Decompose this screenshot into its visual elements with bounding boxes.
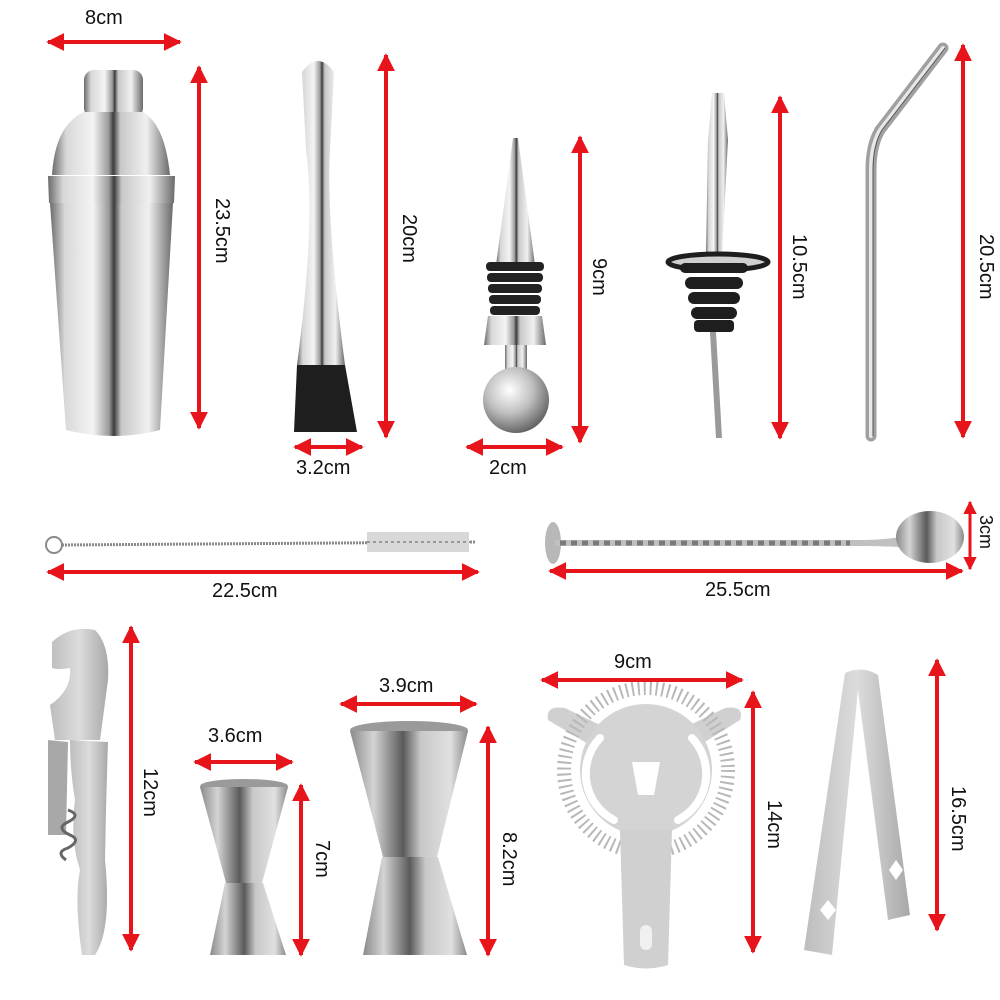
hawthorne-strainer-image [547, 681, 741, 969]
straw-cleaning-brush-image [45, 532, 476, 554]
corkscrew-height-label: 12cm [139, 768, 161, 817]
ice-tongs-image [804, 669, 910, 955]
muddler-height-label: 20cm [398, 214, 420, 263]
straw-height-label: 20.5cm [975, 234, 997, 300]
muddler-image [294, 61, 357, 432]
spoon-length-label: 25.5cm [705, 579, 771, 601]
large-jigger-width-label: 3.9cm [379, 675, 434, 697]
cocktail-shaker-image [48, 70, 175, 436]
spout-height-label: 10.5cm [788, 234, 810, 300]
small-jigger-height-label: 7cm [311, 840, 333, 878]
bent-straw-image [865, 42, 949, 442]
small-jigger-width-label: 3.6cm [208, 725, 263, 747]
shaker-width-label: 8cm [85, 7, 123, 29]
stopper-width-label: 2cm [489, 457, 527, 479]
pour-spout-image [665, 93, 771, 438]
strainer-width-label: 9cm [614, 651, 652, 673]
bar-spoon-image [545, 511, 964, 564]
muddler-width-label: 3.2cm [296, 457, 351, 479]
shaker-height-label: 23.5cm [211, 198, 233, 264]
dimension-arrows [46, 33, 977, 957]
small-jigger-image [200, 779, 288, 955]
spoon-width-label: 3cm [976, 515, 996, 550]
brush-length-label: 22.5cm [212, 580, 278, 602]
corkscrew-image [48, 628, 109, 955]
tongs-height-label: 16.5cm [947, 786, 969, 852]
stopper-height-label: 9cm [588, 258, 610, 296]
strainer-height-label: 14cm [763, 800, 785, 849]
large-jigger-image [350, 721, 468, 955]
wine-stopper-image [483, 138, 549, 433]
large-jigger-height-label: 8.2cm [498, 832, 520, 887]
